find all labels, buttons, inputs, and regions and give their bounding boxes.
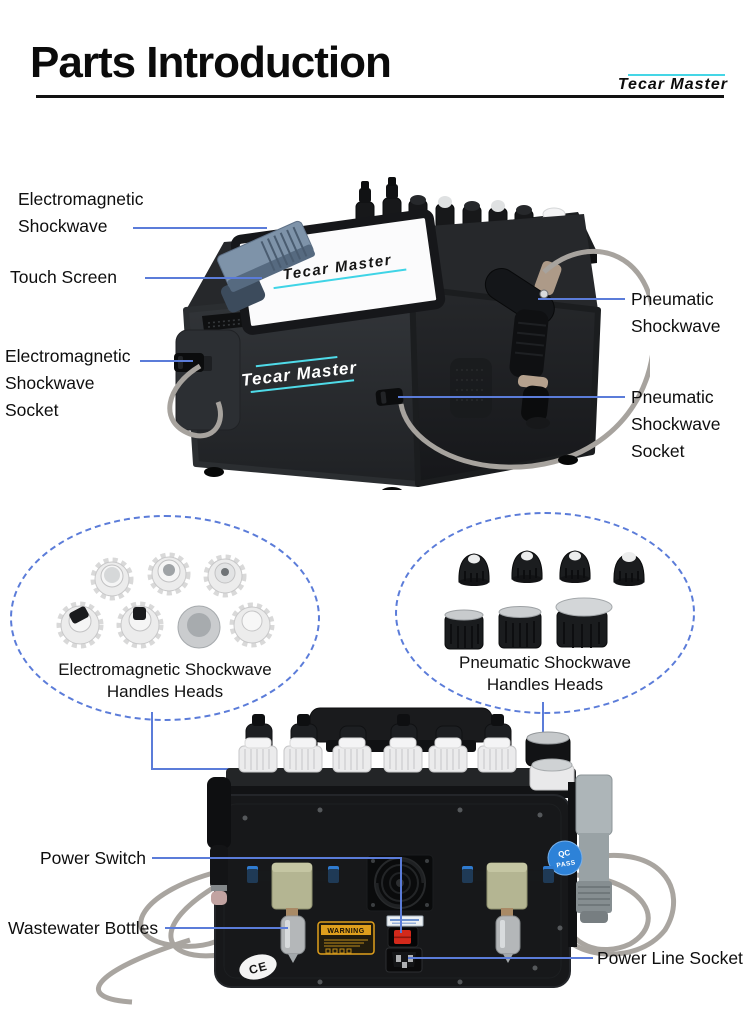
callout-line-touch-screen xyxy=(145,277,262,279)
svg-text:QC: QC xyxy=(558,848,572,859)
ce-mark: CE xyxy=(239,954,277,980)
callout-line-wastewater xyxy=(165,927,288,929)
brand-accent-line xyxy=(628,74,725,76)
callout-line-power-switch-h xyxy=(152,857,402,859)
label-pneumatic-heads: Pneumatic Shockwave Handles Heads xyxy=(459,653,631,694)
page-title: Parts Introduction xyxy=(30,38,392,87)
pneumatic-shockwave-socket-graphic xyxy=(375,387,404,406)
callout-line-power-switch-v xyxy=(400,857,402,933)
label-em-shockwave: Electromagnetic Shockwave xyxy=(18,189,144,236)
holstered-heads-row xyxy=(238,714,575,791)
connector-em-heads-vertical xyxy=(151,712,153,770)
pneumatic-heads-group: Pneumatic Shockwave Handles Heads xyxy=(395,512,695,714)
handle-cables xyxy=(167,248,650,470)
wastewater-bottle-left xyxy=(247,862,339,963)
svg-text:PASS: PASS xyxy=(556,859,576,869)
callout-line-power-line-socket xyxy=(408,957,593,959)
warning-sticker: WARNING xyxy=(317,921,375,955)
power-line-socket-graphic xyxy=(385,947,423,973)
brand-logo: Tecar Master xyxy=(617,76,728,93)
callout-line-pneumatic-shockwave xyxy=(538,298,625,300)
machine-front-illustration: Tecar Master Tecar Master xyxy=(167,177,650,490)
connector-em-heads-horizontal xyxy=(151,768,259,770)
label-pneumatic-shockwave: Pneumatic Shockwave xyxy=(631,289,721,336)
side-vent xyxy=(450,358,492,418)
label-em-heads: Electromagnetic Shockwave Handles Heads xyxy=(58,660,272,701)
em-heads-graphic xyxy=(56,552,275,649)
callout-line-em-socket xyxy=(140,360,193,362)
label-power-line-socket: Power Line Socket xyxy=(597,948,743,968)
wastewater-bottle-right xyxy=(462,862,554,963)
side-wand xyxy=(207,777,231,905)
power-spec-label xyxy=(386,915,424,927)
machine-feet xyxy=(204,455,578,490)
pneumatic-heads-graphic xyxy=(444,550,645,650)
svg-text:CE: CE xyxy=(247,959,269,977)
em-shockwave-handle-graphic xyxy=(217,220,315,313)
qc-pass-sticker: QC PASS xyxy=(547,840,583,876)
label-power-switch: Power Switch xyxy=(40,848,147,868)
label-pneumatic-shockwave-socket: Pneumatic Shockwave Socket xyxy=(631,387,721,461)
label-touch-screen: Touch Screen xyxy=(10,267,118,287)
pneumatic-shockwave-handle-graphic xyxy=(484,260,562,429)
callout-line-pneumatic-socket xyxy=(398,396,625,398)
label-em-shockwave-socket: Electromagnetic Shockwave Socket xyxy=(5,346,131,420)
callout-line-em-shockwave xyxy=(133,227,267,229)
title-divider xyxy=(36,95,724,98)
power-switch-graphic xyxy=(387,926,419,948)
svg-text:WARNING: WARNING xyxy=(327,928,364,935)
label-wastewater-bottles: Wastewater Bottles xyxy=(8,918,159,938)
em-heads-group: Electromagnetic Shockwave Handles Heads xyxy=(10,515,320,721)
connector-pneumatic-heads-vertical xyxy=(542,702,544,749)
machine-back-illustration: WARNING CE QC PASS xyxy=(96,707,677,1005)
